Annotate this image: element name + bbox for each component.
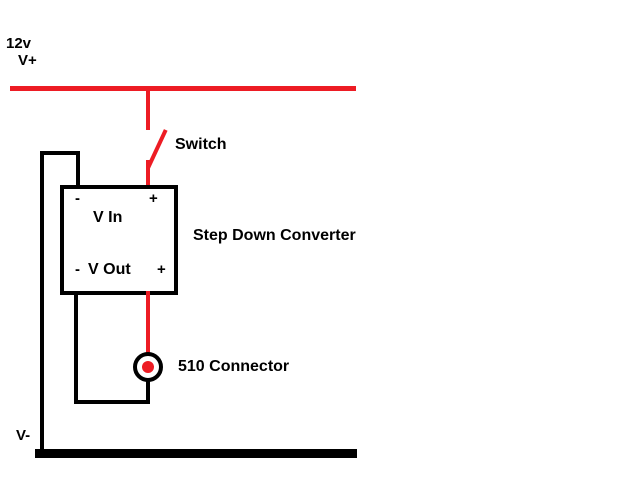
connector-510-symbol: [133, 352, 163, 382]
connector-return-down-wire: [146, 378, 150, 404]
switch-label: Switch: [175, 136, 227, 153]
converter-label: Step Down Converter: [193, 227, 356, 244]
connector-510-center-dot: [142, 361, 154, 373]
vin-plus-terminal-label: +: [149, 190, 158, 207]
step-down-converter-box: - + V In - V Out +: [60, 185, 178, 295]
vout-label: V Out: [88, 261, 131, 279]
positive-rail-wire: [10, 86, 356, 91]
vout-plus-terminal-label: +: [157, 260, 166, 278]
connector-return-up-wire: [74, 293, 78, 404]
vout-minus-terminal-label: -: [75, 260, 80, 278]
ground-bar-wire: [35, 449, 357, 458]
connector-label: 510 Connector: [178, 358, 290, 375]
vminus-branch-horizontal-wire: [40, 151, 80, 155]
switch-to-converter-wire: [146, 160, 150, 188]
vin-label: V In: [93, 209, 123, 226]
v-minus-label: V-: [16, 427, 31, 444]
rail-to-switch-wire: [146, 86, 150, 130]
vminus-rail-vertical-wire: [40, 151, 44, 454]
connector-return-horizontal-wire: [74, 400, 150, 404]
v-plus-label: V+: [18, 52, 37, 69]
supply-voltage-label: 12v: [6, 35, 32, 52]
vminus-branch-vertical-wire: [76, 151, 80, 188]
converter-to-connector-wire: [146, 291, 150, 354]
vin-minus-terminal-label: -: [75, 190, 80, 207]
